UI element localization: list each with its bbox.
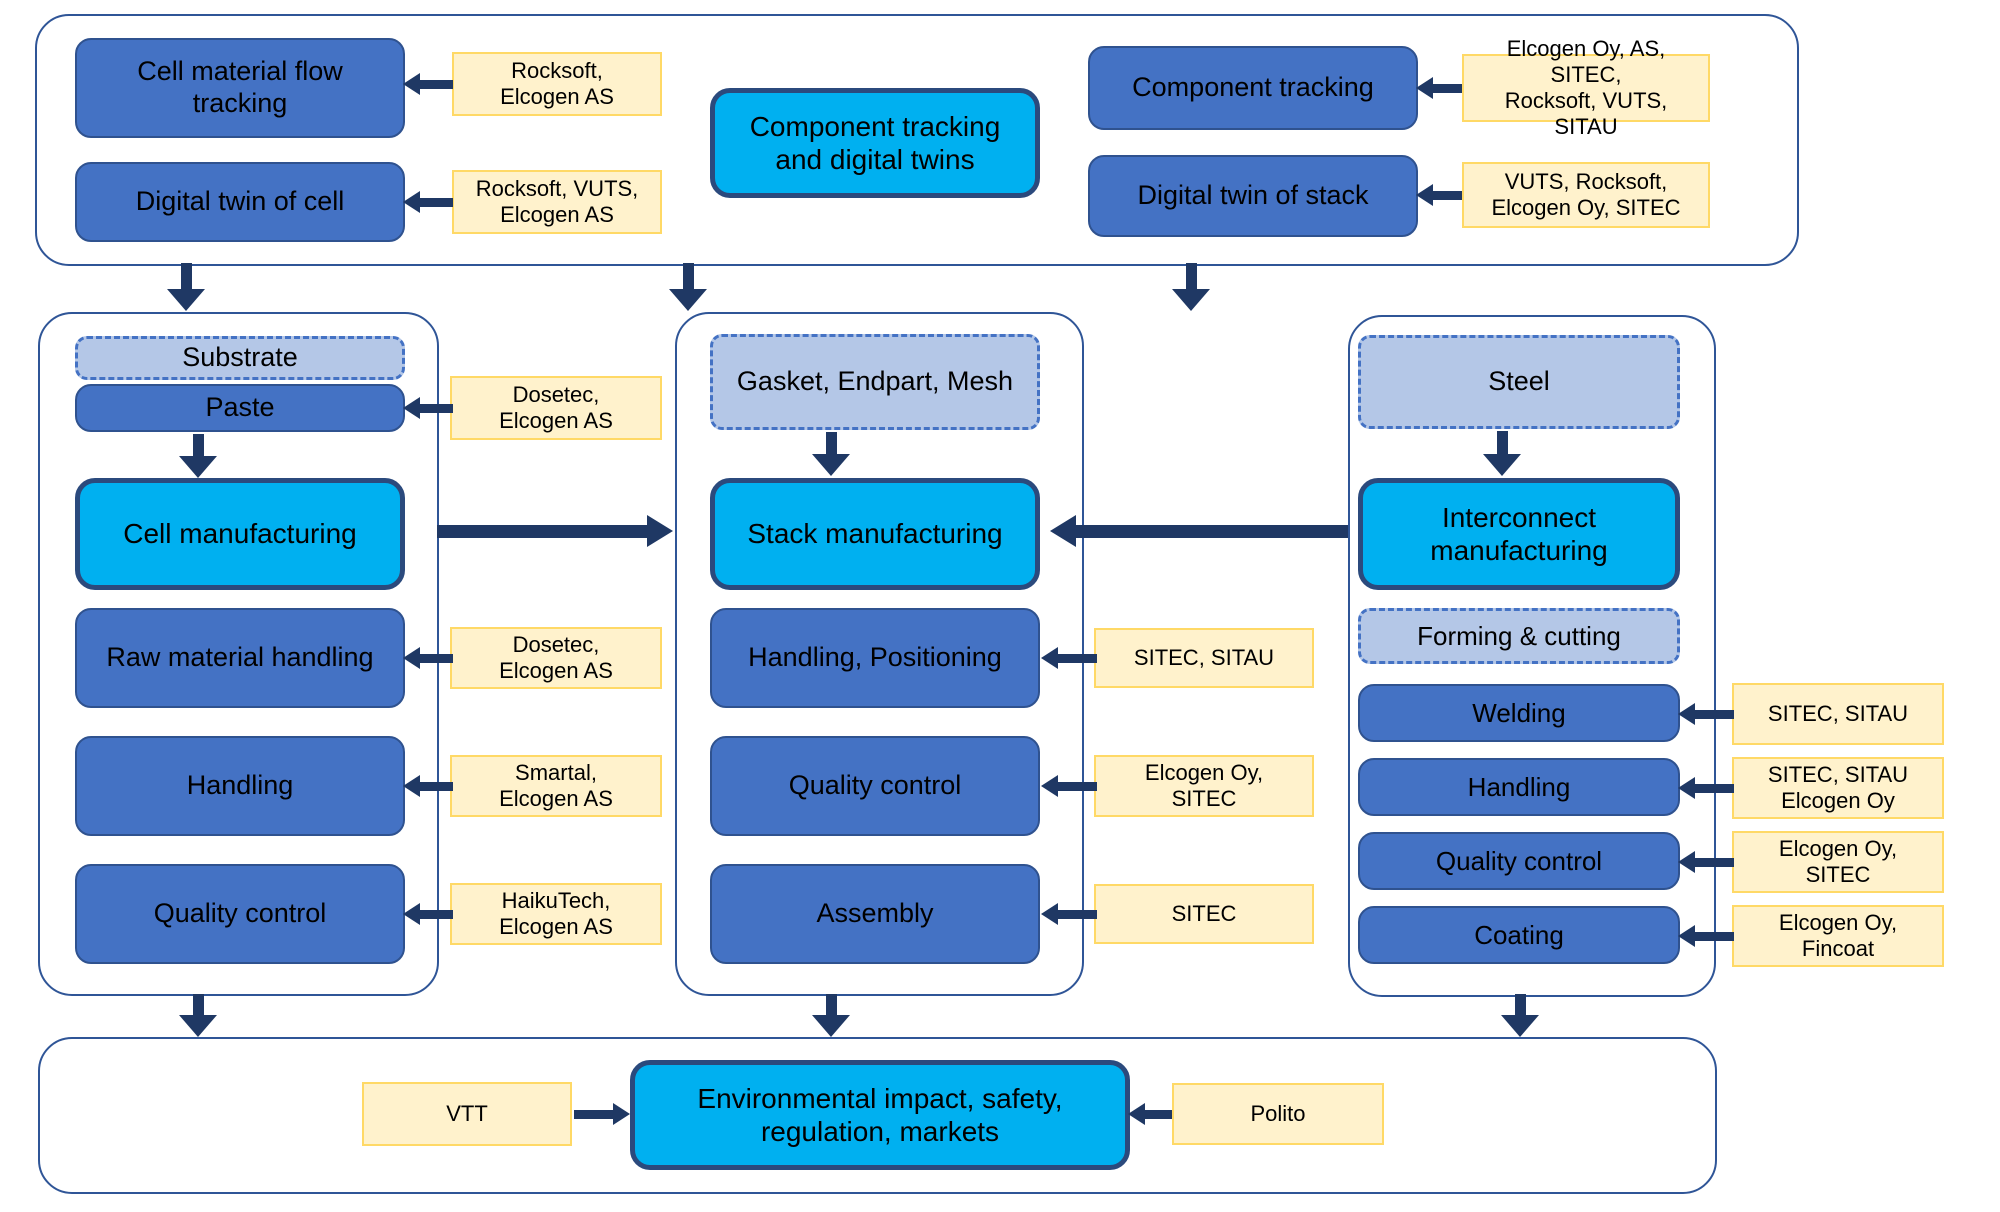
arrow-partners-to-paste — [403, 397, 453, 419]
arrow-partners-to-raw-material-handling — [403, 647, 453, 669]
coating-box: Coating — [1358, 906, 1680, 964]
interconnect-handling-box: Handling — [1358, 758, 1680, 816]
interconnect-handling-partners-box: SITEC, SITAU Elcogen Oy — [1732, 757, 1944, 819]
cell-handling-partners-box: Smartal, Elcogen AS — [450, 755, 662, 817]
assembly-box: Assembly — [710, 864, 1040, 964]
digital-twin-of-cell-partners-box: Rocksoft, VUTS, Elcogen AS — [452, 170, 662, 234]
cell-manufacturing-box: Cell manufacturing — [75, 478, 405, 590]
cell-handling-box: Handling — [75, 736, 405, 836]
handling-positioning-partners-box: SITEC, SITAU — [1094, 628, 1314, 688]
welding-box: Welding — [1358, 684, 1680, 742]
arrow-partners-to-cell-material-flow — [403, 73, 453, 95]
steel-input-box: Steel — [1358, 335, 1680, 429]
arrow-partners-to-interconnect-quality-control — [1678, 851, 1734, 873]
component-tracking-box: Component tracking — [1088, 46, 1418, 130]
vtt-partner-box: VTT — [362, 1082, 572, 1146]
arrow-paste-to-cell-manufacturing — [179, 434, 217, 478]
forming-cutting-box: Forming & cutting — [1358, 608, 1680, 664]
cell-quality-control-box: Quality control — [75, 864, 405, 964]
welding-partners-box: SITEC, SITAU — [1732, 683, 1944, 745]
cell-quality-control-partners-box: HaikuTech, Elcogen AS — [450, 883, 662, 945]
handling-positioning-box: Handling, Positioning — [710, 608, 1040, 708]
component-tracking-hub-box: Component tracking and digital twins — [710, 88, 1040, 198]
component-tracking-partners-box: Elcogen Oy, AS, SITEC, Rocksoft, VUTS, S… — [1462, 36, 1710, 139]
tracking-section-outline — [35, 14, 1799, 266]
stack-quality-control-partners-box: Elcogen Oy, SITEC — [1094, 755, 1314, 817]
digital-twin-of-stack-partners-box: VUTS, Rocksoft, Elcogen Oy, SITEC — [1462, 162, 1710, 228]
arrow-tracking-to-cell-column — [167, 263, 205, 311]
arrow-partners-to-assembly — [1041, 903, 1097, 925]
raw-material-handling-partners-box: Dosetec, Elcogen AS — [450, 627, 662, 689]
arrow-inputs-to-stack-manufacturing — [812, 432, 850, 476]
arrow-partners-to-digital-twin-stack — [1416, 184, 1462, 206]
impact-section-outline — [38, 1037, 1717, 1194]
arrow-partners-to-cell-quality-control — [403, 903, 453, 925]
arrow-partners-to-coating — [1678, 925, 1734, 947]
arrow-partners-to-stack-quality-control — [1041, 775, 1097, 797]
arrow-polito-to-impact — [1128, 1103, 1172, 1125]
digital-twin-of-stack-box: Digital twin of stack — [1088, 155, 1418, 237]
arrow-partners-to-component-tracking — [1416, 77, 1462, 99]
interconnect-quality-control-box: Quality control — [1358, 832, 1680, 890]
arrow-partners-to-digital-twin-cell — [403, 191, 453, 213]
gasket-endpart-mesh-input-box: Gasket, Endpart, Mesh — [710, 334, 1040, 430]
arrow-tracking-to-interconnect-column — [1172, 263, 1210, 311]
paste-input-box: Paste — [75, 384, 405, 432]
arrow-interconnect-to-stack-manufacturing — [1050, 515, 1348, 547]
arrow-tracking-to-stack-column — [669, 263, 707, 311]
interconnect-quality-control-partners-box: Elcogen Oy, SITEC — [1732, 831, 1944, 893]
interconnect-column-outline — [1348, 315, 1716, 997]
digital-twin-of-cell-box: Digital twin of cell — [75, 162, 405, 242]
arrow-interconnect-column-to-impact — [1501, 994, 1539, 1037]
environmental-impact-box: Environmental impact, safety, regulation… — [630, 1060, 1130, 1170]
arrow-partners-to-welding — [1678, 703, 1734, 725]
arrow-partners-to-interconnect-handling — [1678, 777, 1734, 799]
arrow-vtt-to-impact — [574, 1103, 630, 1125]
assembly-partners-box: SITEC — [1094, 884, 1314, 944]
cell-material-flow-tracking-box: Cell material flow tracking — [75, 38, 405, 138]
coating-partners-box: Elcogen Oy, Fincoat — [1732, 905, 1944, 967]
raw-material-handling-box: Raw material handling — [75, 608, 405, 708]
arrow-cell-column-to-impact — [179, 994, 217, 1037]
cell-material-flow-partners-box: Rocksoft, Elcogen AS — [452, 52, 662, 116]
arrow-stack-column-to-impact — [812, 994, 850, 1037]
polito-partner-box: Polito — [1172, 1083, 1384, 1145]
arrow-cell-to-stack-manufacturing — [437, 515, 673, 547]
paste-partners-box: Dosetec, Elcogen AS — [450, 376, 662, 440]
stack-quality-control-box: Quality control — [710, 736, 1040, 836]
arrow-partners-to-cell-handling — [403, 775, 453, 797]
arrow-steel-to-interconnect-manufacturing — [1483, 431, 1521, 476]
interconnect-manufacturing-box: Interconnect manufacturing — [1358, 478, 1680, 590]
arrow-partners-to-handling-positioning — [1041, 647, 1097, 669]
substrate-input-box: Substrate — [75, 336, 405, 380]
stack-manufacturing-box: Stack manufacturing — [710, 478, 1040, 590]
